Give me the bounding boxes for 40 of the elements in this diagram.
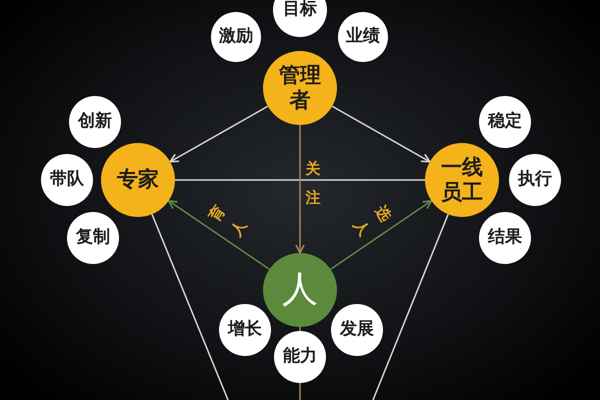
circle-label: 业绩 — [346, 27, 380, 47]
circle-label: 稳定 — [488, 112, 522, 132]
connector-line — [372, 214, 449, 400]
topic-circle — [509, 154, 561, 206]
circle-label: 能力 — [283, 347, 317, 367]
circle-label: 增长 — [228, 320, 262, 340]
topic-circle — [41, 154, 93, 206]
circle-label: 发展 — [340, 320, 374, 340]
topic-circle — [67, 212, 119, 264]
role-circle — [101, 143, 175, 217]
arrow — [330, 200, 432, 270]
circle-label: 复制 — [76, 228, 110, 248]
circle-label: 管理者 — [278, 62, 322, 114]
topic-circle — [338, 12, 388, 62]
circle-label: 创新 — [78, 112, 112, 132]
topic-circle — [219, 304, 271, 356]
topic-circle — [331, 304, 383, 356]
edge-label: 关注 — [306, 158, 320, 208]
topic-circle — [479, 96, 531, 148]
circle-label: 专家 — [116, 167, 160, 193]
topic-circle — [211, 12, 261, 62]
topic-circle — [274, 331, 326, 383]
role-circle — [425, 143, 499, 217]
connector-line — [151, 214, 229, 400]
circle-label: 带队 — [50, 170, 84, 190]
circle-label: 人 — [282, 272, 318, 308]
circle-label: 执行 — [518, 170, 552, 190]
arrow — [295, 125, 305, 254]
arrow — [168, 200, 270, 270]
connector-line — [175, 179, 425, 181]
circle-label: 目标 — [283, 0, 317, 20]
arrow — [169, 106, 268, 163]
circle-label: 一线员工 — [440, 154, 484, 206]
circle-label: 结果 — [488, 228, 522, 248]
edge-label: 选人 — [349, 201, 396, 241]
topic-circle — [479, 212, 531, 264]
edge-label: 育人 — [204, 201, 251, 241]
topic-circle — [69, 96, 121, 148]
circle-label: 激励 — [219, 27, 253, 47]
arrow — [332, 106, 431, 163]
